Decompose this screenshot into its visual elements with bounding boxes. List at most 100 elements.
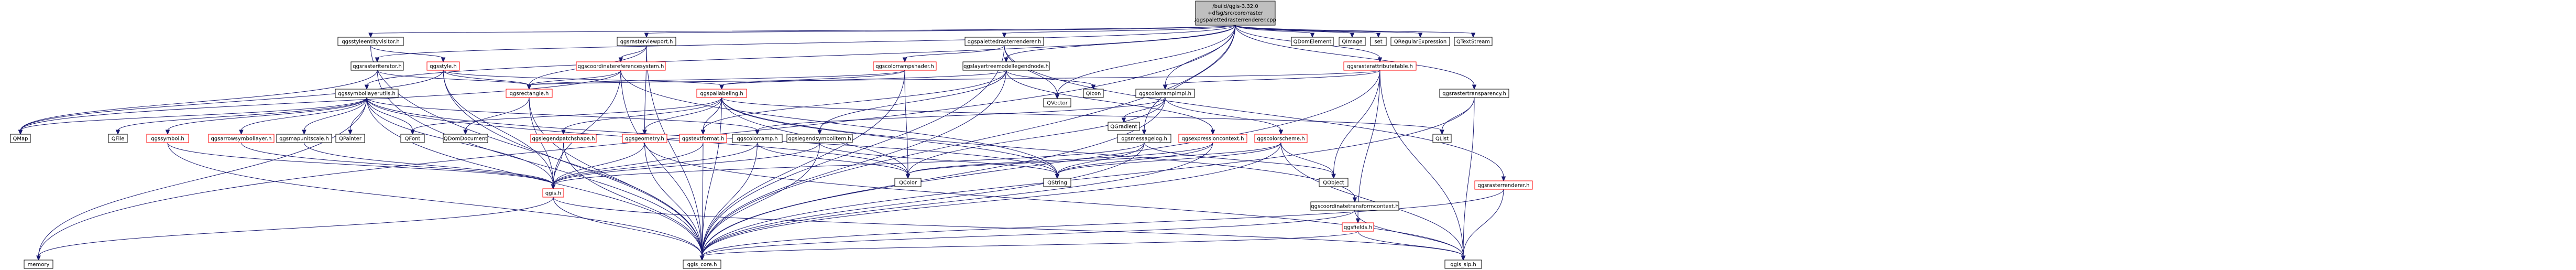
include-node-qicon[interactable]: QIcon — [1083, 89, 1104, 98]
root-node-box — [1195, 1, 1276, 26]
include-node-qgscoordinatereferencesystem-h[interactable]: qgscoordinatereferencesystem.h — [576, 61, 666, 71]
include-edge — [1006, 70, 1215, 135]
include-node-qgscolorscheme-h[interactable]: qgscolorscheme.h — [1254, 134, 1308, 143]
include-node-qfile[interactable]: QFile — [108, 134, 128, 143]
include-node-qstring[interactable]: QString — [1043, 178, 1071, 187]
include-edge — [1235, 25, 1355, 38]
node-label: qgsstyle.h — [430, 64, 456, 70]
include-node-qgsexpressioncontext-h[interactable]: qgsexpressioncontext.h — [1178, 134, 1247, 143]
edge-line — [412, 97, 722, 131]
include-node-qgsstyle-h[interactable]: qgsstyle.h — [426, 61, 460, 71]
include-node-qgscoordinatetransformcontext-h[interactable]: qgscoordinatetransformcontext.h — [1310, 201, 1399, 211]
include-node-qgradient[interactable]: QGradient — [1108, 122, 1140, 131]
include-node-qgsarrowsymbollayer-h[interactable]: qgsarrowsymbollayer.h — [208, 134, 275, 143]
include-node-qgsrastertransparency-h[interactable]: qgsrastertransparency.h — [1439, 89, 1509, 98]
include-node-qgsrasterrenderer-h[interactable]: qgsrasterrenderer.h — [1474, 180, 1533, 190]
edge-arrowhead — [348, 129, 353, 135]
include-node-qgscolorrampimpl-h[interactable]: qgscolorrampimpl.h — [1135, 89, 1195, 98]
include-node-qimage[interactable]: QImage — [1339, 37, 1366, 46]
include-node-set[interactable]: set — [1370, 37, 1387, 46]
include-edge — [1355, 70, 1380, 224]
include-node-qcolor[interactable]: QColor — [894, 178, 922, 187]
node-label: qgscoordinatetransformcontext.h — [1311, 204, 1398, 210]
node-label: memory — [28, 262, 50, 268]
include-node-qfont[interactable]: QFont — [400, 134, 425, 143]
include-edge — [527, 70, 1380, 90]
include-node-qgsmapunitscale-h[interactable]: qgsmapunitscale.h — [276, 134, 332, 143]
include-node-qgslayertreemodellegendnode-h[interactable]: qgslayertreemodellegendnode.h — [962, 61, 1050, 71]
node-label: QTextStream — [1456, 39, 1490, 45]
edge-line — [701, 97, 1475, 257]
include-node-qgsrasteriterator-h[interactable]: qgsrasteriterator.h — [350, 61, 404, 71]
include-node-qgsrectangle-h[interactable]: qgsrectangle.h — [506, 89, 553, 98]
include-node-qgsrasterviewport-h[interactable]: qgsrasterviewport.h — [617, 37, 676, 46]
include-node-qgslegendpatchshape-h[interactable]: qgslegendpatchshape.h — [530, 134, 597, 143]
include-edge — [699, 45, 1005, 261]
include-node-qregularexpression[interactable]: QRegularExpression — [1390, 37, 1450, 46]
edge-line — [350, 97, 367, 131]
edge-line — [701, 142, 704, 257]
include-edge — [721, 97, 1444, 135]
node-box — [732, 134, 783, 143]
edge-arrowhead — [699, 255, 705, 261]
edge-line — [1123, 97, 1166, 119]
include-node-qtextstream[interactable]: QTextStream — [1454, 37, 1493, 46]
include-node-qmap[interactable]: QMap — [10, 134, 31, 143]
include-edge — [1163, 70, 1380, 90]
include-node-qpainter[interactable]: QPainter — [335, 134, 365, 143]
include-node-qgssymbollayerutils-h[interactable]: qgssymbollayerutils.h — [335, 89, 399, 98]
include-edge — [699, 70, 905, 261]
include-edge — [410, 97, 722, 135]
edge-line — [529, 70, 905, 86]
include-node-qgslegendsymbolitem-h[interactable]: qgslegendsymbolitem.h — [786, 134, 853, 143]
include-node-qgspalettedrasterrenderer-h[interactable]: qgspalettedrasterrenderer.h — [964, 37, 1044, 46]
edge-line — [553, 70, 621, 186]
include-node-qgsfields-h[interactable]: qgsfields.h — [1342, 222, 1374, 232]
edge-arrowhead — [375, 57, 380, 63]
include-node-qdomelement[interactable]: QDomElement — [1291, 37, 1334, 46]
edge-line — [1357, 231, 1464, 257]
include-node-qgssymbol-h[interactable]: qgssymbol.h — [146, 134, 189, 143]
edge-line — [701, 70, 905, 257]
include-node-qvector[interactable]: QVector — [1043, 98, 1071, 107]
include-node-qobject[interactable]: QObject — [1319, 178, 1349, 187]
include-node-qgsrasterattributetable-h[interactable]: qgsrasterattributetable.h — [1343, 61, 1417, 71]
node-label: qgscolorrampimpl.h — [1139, 91, 1191, 97]
include-node-qgis-sip-h[interactable]: qgis_sip.h — [1444, 260, 1482, 269]
edge-line — [907, 142, 1281, 175]
include-node-qgstextformat-h[interactable]: qgstextformat.h — [679, 134, 727, 143]
include-node-qdomdocument[interactable]: QDomDocument — [443, 134, 488, 143]
node-label: qgsrasterattributetable.h — [1347, 64, 1413, 70]
node-box — [1117, 134, 1171, 143]
include-edge — [1357, 231, 1466, 261]
edge-line — [757, 97, 1166, 131]
include-node-qgscolorramp-h[interactable]: qgscolorramp.h — [732, 134, 783, 143]
edge-arrowhead — [18, 129, 23, 135]
include-node-memory[interactable]: memory — [24, 260, 53, 269]
include-node-qgsstyleentityvisitor-h[interactable]: qgsstyleentityvisitor.h — [337, 37, 404, 46]
include-node-qgspallabeling-h[interactable]: qgspallabeling.h — [696, 89, 747, 98]
edge-line — [907, 142, 1213, 175]
node-box — [335, 89, 399, 98]
edge-arrowhead — [1355, 218, 1361, 224]
edge-line — [701, 70, 1006, 257]
node-label: qgsstyleentityvisitor.h — [342, 39, 399, 45]
node-box — [683, 260, 721, 269]
include-node-qgsmessagelog-h[interactable]: qgsmessagelog.h — [1117, 134, 1171, 143]
include-node-qgscolorrampshader-h[interactable]: qgscolorrampshader.h — [873, 61, 937, 71]
edge-line — [377, 25, 1236, 59]
edge-line — [377, 70, 703, 257]
include-node-qlist[interactable]: QList — [1432, 134, 1452, 143]
edge-line — [904, 70, 908, 175]
include-edge — [36, 197, 554, 261]
node-box — [1043, 178, 1071, 187]
include-node-qgis-h[interactable]: qgis.h — [542, 188, 564, 198]
edge-line — [721, 70, 905, 86]
include-node-qgsgeometry-h[interactable]: qgsgeometry.h — [622, 134, 667, 143]
include-node-qgis-core-h[interactable]: qgis_core.h — [683, 260, 721, 269]
include-edge — [1354, 210, 1466, 261]
root-node-label-line: /build/qgis-3.32.0 — [1212, 4, 1258, 9]
edge-arrowhead — [1461, 255, 1466, 261]
node-label: qgsarrowsymbollayer.h — [211, 136, 272, 142]
include-edge — [817, 70, 1006, 135]
